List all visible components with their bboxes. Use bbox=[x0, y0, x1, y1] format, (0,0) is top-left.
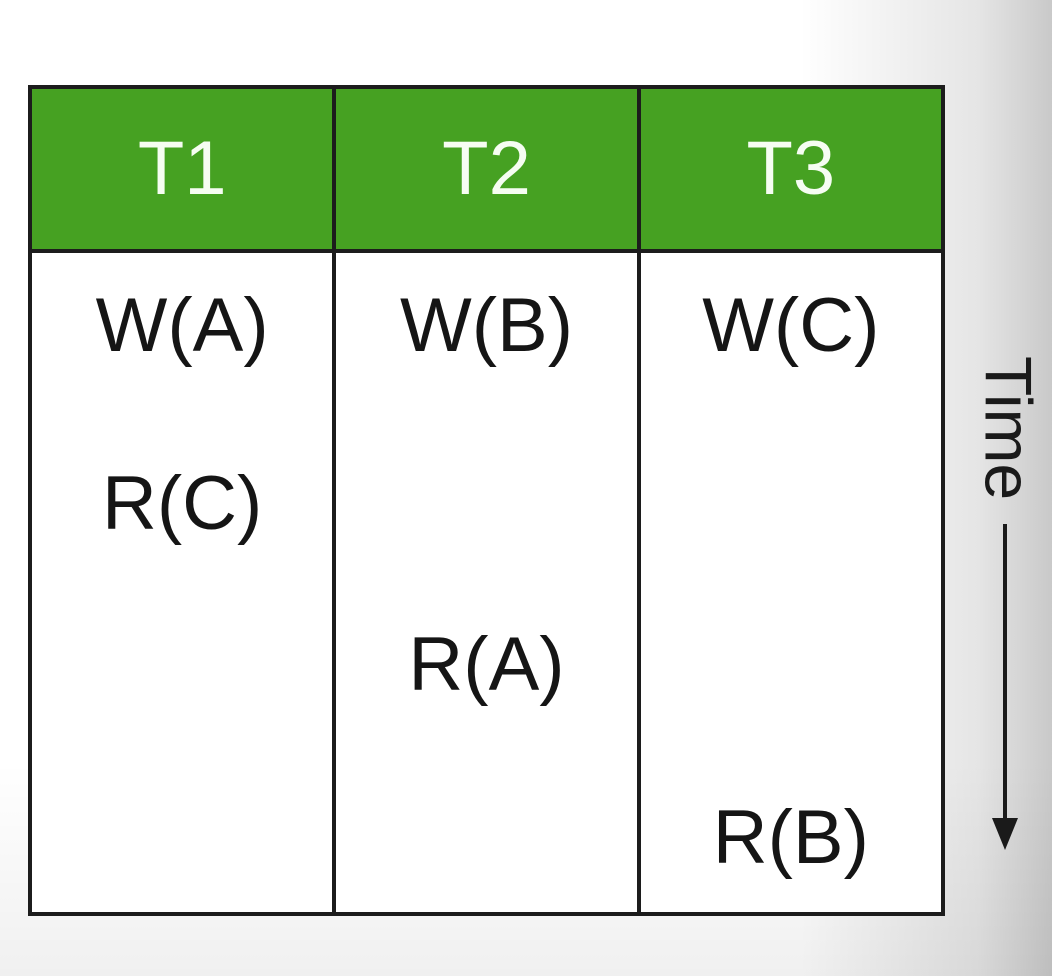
column-header-t1-label: T1 bbox=[137, 126, 227, 211]
column-header-t3: T3 bbox=[640, 89, 941, 253]
column-body-t2: W(B) R(A) bbox=[336, 253, 636, 912]
column-header-t1: T1 bbox=[32, 89, 333, 253]
operation-label: R(B) bbox=[712, 795, 869, 880]
column-header-t3-label: T3 bbox=[746, 126, 836, 211]
transaction-column-t1: T1 W(A) R(C) bbox=[32, 89, 337, 912]
column-body-t3: W(C) R(B) bbox=[641, 253, 941, 912]
operation-label: R(C) bbox=[101, 461, 263, 546]
arrow-down-icon bbox=[992, 818, 1018, 850]
column-header-t2: T2 bbox=[336, 89, 637, 253]
transaction-column-t2: T2 W(B) R(A) bbox=[336, 89, 641, 912]
operation-label: R(A) bbox=[408, 622, 565, 707]
operation-label: W(A) bbox=[95, 283, 269, 368]
operation-label: W(B) bbox=[399, 283, 574, 368]
time-arrow-line bbox=[1003, 524, 1007, 820]
column-body-t1: W(A) R(C) bbox=[32, 253, 332, 912]
time-axis-label: Time bbox=[971, 356, 1046, 501]
operation-label: W(C) bbox=[702, 283, 880, 368]
transaction-schedule-table: T1 W(A) R(C) T2 W(B) R(A) T3 W(C) R(B) bbox=[28, 85, 945, 916]
transaction-column-t3: T3 W(C) R(B) bbox=[640, 89, 941, 912]
column-header-t2-label: T2 bbox=[442, 126, 531, 211]
